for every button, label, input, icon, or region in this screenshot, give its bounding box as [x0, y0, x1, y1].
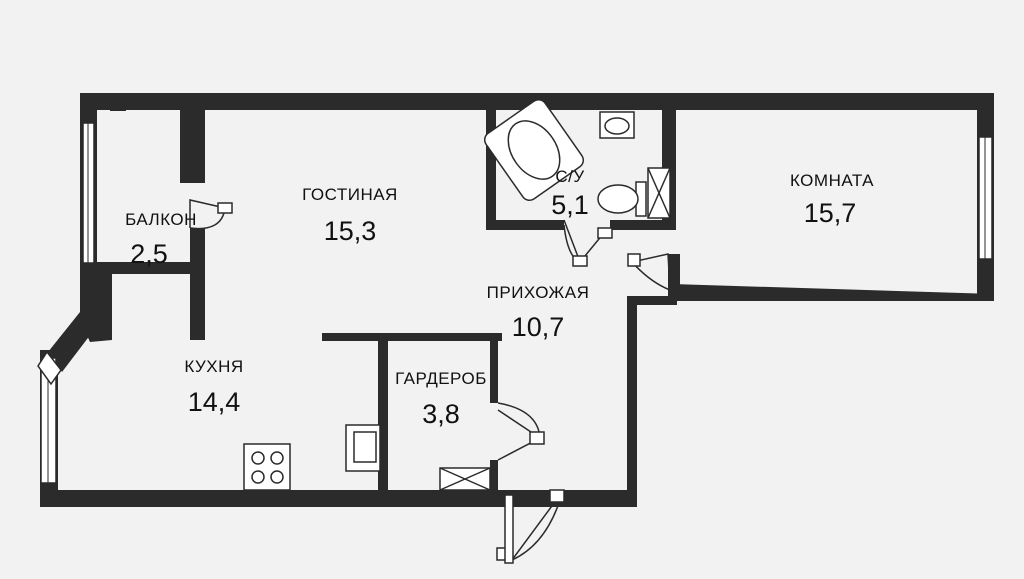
room-name-wardrobe: ГАРДЕРОБ	[395, 369, 487, 388]
fixtures	[243, 98, 671, 491]
room-area-room: 15,7	[804, 198, 857, 228]
room-labels: БАЛКОН 2,5 ГОСТИНАЯ 15,3 С/У 5,1 КОМНАТА…	[125, 167, 874, 429]
interior-walls	[97, 93, 680, 505]
window-bay	[37, 350, 62, 386]
doors	[189, 199, 671, 564]
bathtub-icon	[483, 98, 585, 202]
cabinet-icon	[647, 167, 671, 219]
room-name-living: ГОСТИНАЯ	[302, 185, 398, 204]
room-name-room: КОМНАТА	[790, 171, 874, 190]
bathroom-sink-icon	[599, 111, 635, 139]
room-area-bathroom: 5,1	[551, 190, 589, 220]
toilet-icon	[597, 181, 647, 217]
stove-icon	[243, 443, 291, 491]
room-area-hall: 10,7	[512, 312, 565, 342]
room-name-bathroom: С/У	[555, 167, 584, 186]
room-name-hall: ПРИХОЖАЯ	[487, 283, 590, 302]
room-area-balcony: 2,5	[130, 239, 168, 269]
room-area-kitchen: 14,4	[188, 387, 241, 417]
room-name-kitchen: КУХНЯ	[184, 357, 243, 376]
windows	[37, 122, 993, 484]
wardrobe-cabinet-icon	[439, 467, 491, 491]
kitchen-sink-icon	[345, 424, 381, 472]
room-name-balcony: БАЛКОН	[125, 210, 197, 229]
room-area-living: 15,3	[324, 216, 377, 246]
room-area-wardrobe: 3,8	[422, 399, 460, 429]
